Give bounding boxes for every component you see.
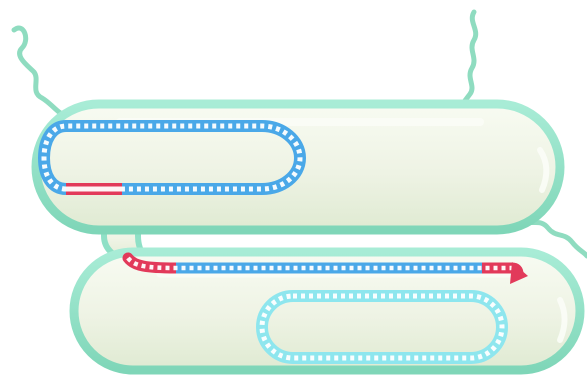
flagellum-top-right	[452, 12, 476, 114]
